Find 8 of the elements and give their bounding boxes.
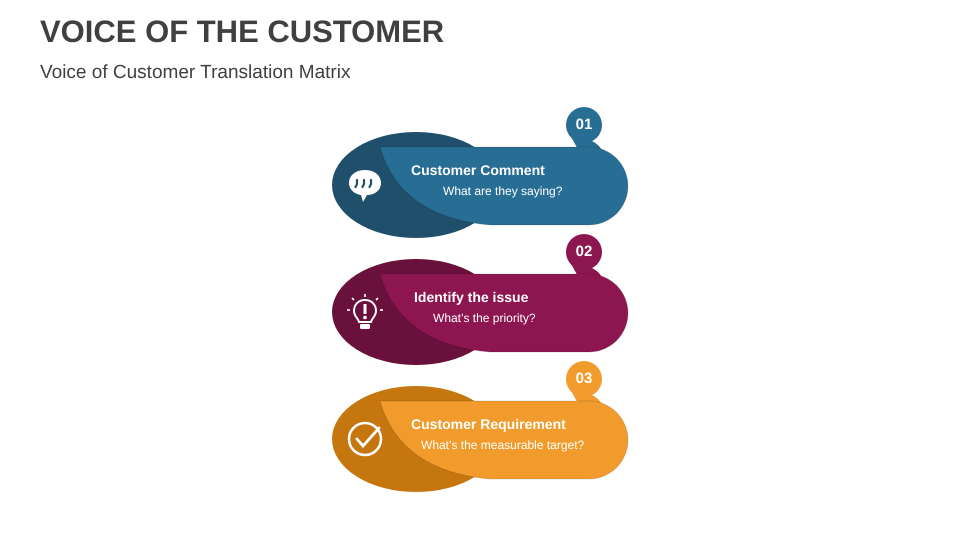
step-heading: Customer Requirement [411, 416, 566, 432]
step-heading: Identify the issue [414, 289, 528, 305]
step-question: What’s the measurable target? [421, 438, 584, 452]
subtitle: Voice of Customer Translation Matrix [40, 62, 350, 84]
step-question: What are they saying? [443, 184, 562, 198]
title: VOICE OF THE CUSTOMER [40, 14, 444, 50]
step-question: What’s the priority? [433, 311, 536, 325]
step-heading: Customer Comment [411, 162, 545, 178]
